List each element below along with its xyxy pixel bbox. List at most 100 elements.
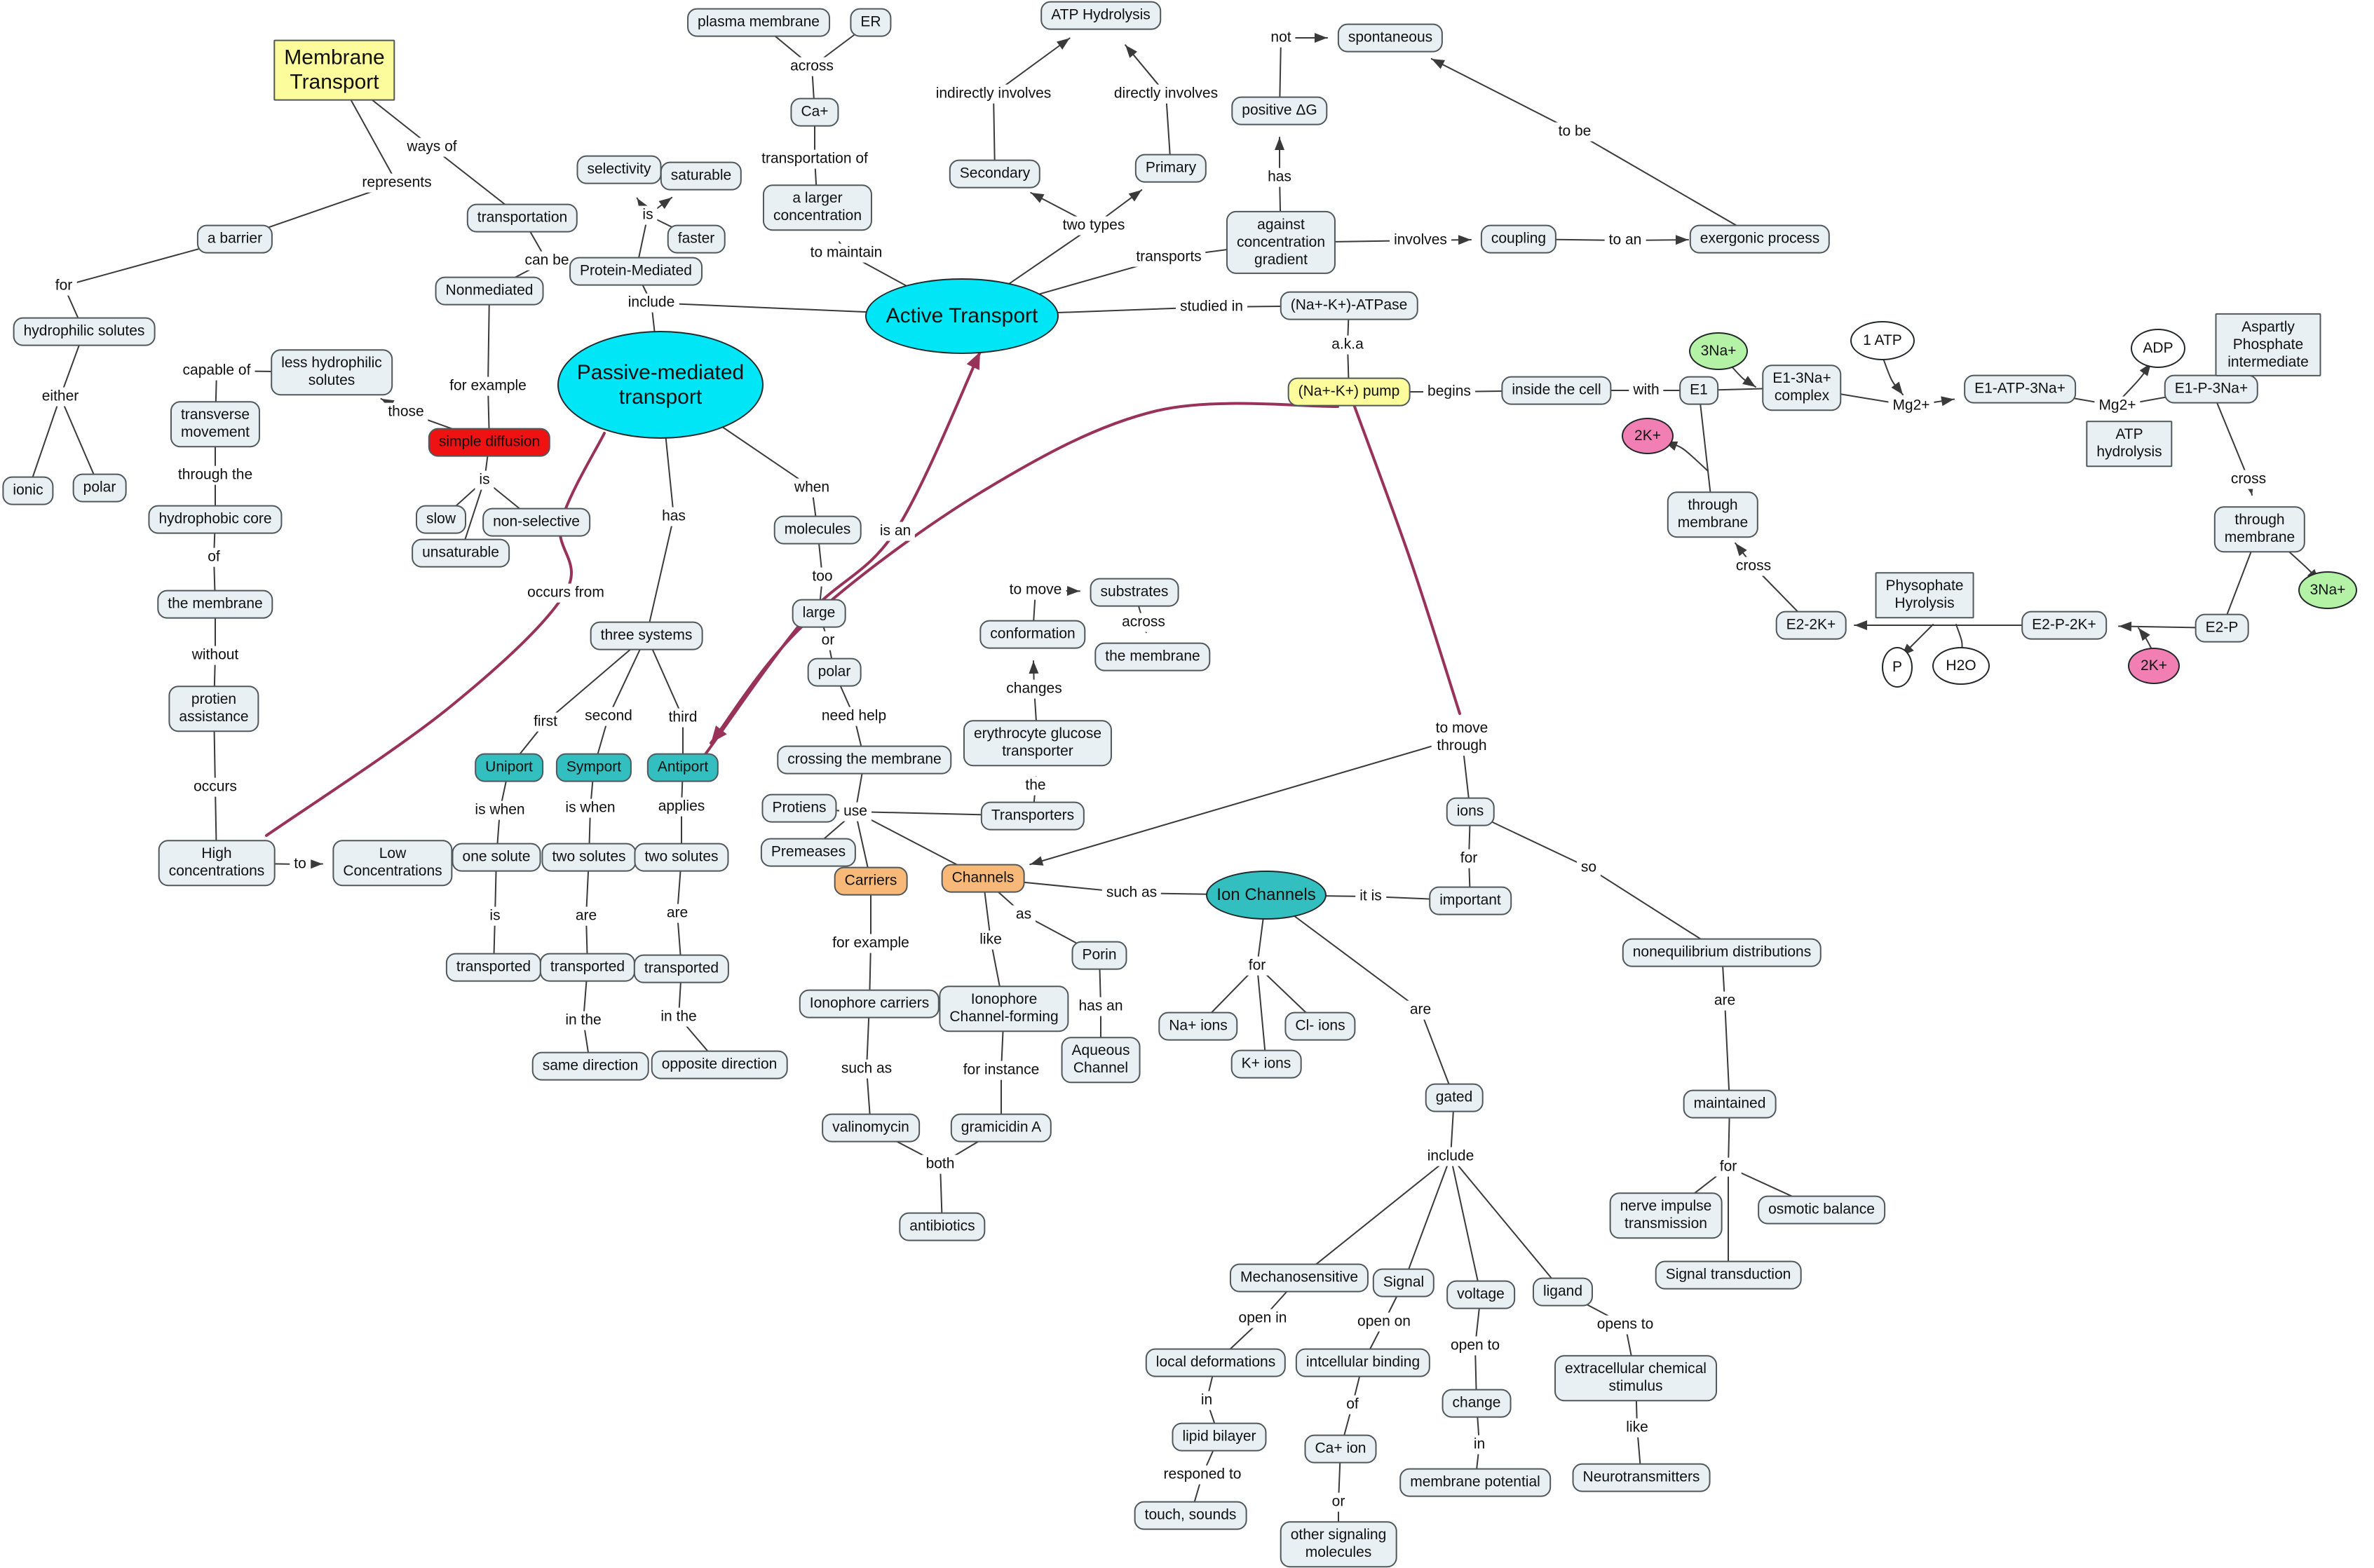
concept-physophate[interactable]: Physophate Hyrolysis bbox=[1875, 572, 1974, 618]
concept-transverse[interactable]: transverse movement bbox=[170, 401, 261, 447]
link-label-directly[interactable]: directly involves bbox=[1109, 84, 1223, 104]
concept-protein-mediated[interactable]: Protein-Mediated bbox=[569, 257, 703, 286]
concept-simple-diffusion[interactable]: simple diffusion bbox=[428, 428, 551, 457]
concept-transportation[interactable]: transportation bbox=[466, 203, 578, 233]
concept-saturable[interactable]: saturable bbox=[660, 161, 742, 191]
concept-porin[interactable]: Porin bbox=[1071, 941, 1127, 970]
concept-atpase[interactable]: (Na+-K+)-ATPase bbox=[1280, 291, 1418, 320]
concept-signal-transduction[interactable]: Signal transduction bbox=[1655, 1260, 1802, 1290]
concept-pump[interactable]: (Na+-K+) pump bbox=[1287, 377, 1411, 407]
concept-e22k[interactable]: E2-2K+ bbox=[1775, 611, 1847, 640]
link-label-for4[interactable]: for bbox=[1244, 956, 1270, 976]
concept-intcellular[interactable]: intcellular binding bbox=[1295, 1348, 1431, 1377]
concept-hydrophilic[interactable]: hydrophilic solutes bbox=[13, 317, 156, 346]
concept-transporters[interactable]: Transporters bbox=[980, 801, 1085, 831]
link-label-aka[interactable]: a.k.a bbox=[1327, 335, 1368, 355]
concept-atp-hyd2[interactable]: ATP hydrolysis bbox=[2086, 421, 2173, 467]
link-label-it-is[interactable]: it is bbox=[1355, 887, 1386, 906]
concept-antiport[interactable]: Antiport bbox=[646, 753, 719, 782]
concept-nerve[interactable]: nerve impulse transmission bbox=[1609, 1192, 1723, 1239]
concept-through-mem-r[interactable]: through membrane bbox=[2213, 506, 2306, 552]
link-label-is-an[interactable]: is an bbox=[875, 521, 916, 541]
concept-atp1[interactable]: 1 ATP bbox=[1850, 321, 1915, 360]
link-label-opens-to[interactable]: opens to bbox=[1592, 1315, 1658, 1335]
concept-adp[interactable]: ADP bbox=[2131, 329, 2185, 368]
concept-the-membrane1[interactable]: the membrane bbox=[157, 589, 273, 619]
concept-polar2[interactable]: polar bbox=[807, 657, 862, 687]
concept-secondary[interactable]: Secondary bbox=[949, 159, 1041, 189]
concept-transported1[interactable]: transported bbox=[445, 953, 542, 982]
concept-change[interactable]: change bbox=[1442, 1389, 1512, 1418]
concept-na3-2[interactable]: 3Na+ bbox=[2298, 571, 2357, 609]
link-label-both[interactable]: both bbox=[921, 1154, 959, 1174]
link-label-when[interactable]: when bbox=[789, 478, 834, 498]
link-label-so[interactable]: so bbox=[1576, 858, 1601, 878]
concept-large[interactable]: large bbox=[792, 599, 846, 628]
link-label-second[interactable]: second bbox=[581, 707, 637, 726]
link-label-for-instance[interactable]: for instance bbox=[958, 1061, 1044, 1080]
concept-a-larger[interactable]: a larger concentration bbox=[762, 184, 873, 231]
concept-hydrophobic[interactable]: hydrophobic core bbox=[148, 505, 283, 534]
concept-er[interactable]: ER bbox=[850, 8, 892, 37]
concept-transported3[interactable]: transported bbox=[633, 954, 730, 983]
concept-voltage[interactable]: voltage bbox=[1446, 1280, 1515, 1309]
concept-exergonic[interactable]: exergonic process bbox=[1689, 224, 1831, 254]
link-label-occurs-from[interactable]: occurs from bbox=[523, 583, 609, 603]
concept-k2-1[interactable]: 2K+ bbox=[1622, 418, 1674, 454]
link-label-ways-of[interactable]: ways of bbox=[402, 137, 461, 157]
concept-mechanosensitive[interactable]: Mechanosensitive bbox=[1229, 1263, 1369, 1293]
link-label-for-example2[interactable]: for example bbox=[828, 934, 914, 953]
link-label-like2[interactable]: like bbox=[1622, 1418, 1653, 1438]
concept-a-barrier[interactable]: a barrier bbox=[196, 224, 273, 254]
link-label-is-when1[interactable]: is when bbox=[470, 800, 529, 820]
concept-membrane-potential[interactable]: membrane potential bbox=[1399, 1468, 1551, 1497]
link-label-across2[interactable]: across bbox=[1118, 613, 1169, 632]
link-label-need-help[interactable]: need help bbox=[817, 707, 891, 726]
link-label-third[interactable]: third bbox=[664, 708, 702, 728]
link-label-occurs[interactable]: occurs bbox=[189, 777, 241, 797]
concept-maintained[interactable]: maintained bbox=[1683, 1089, 1777, 1119]
concept-through-mem-l[interactable]: through membrane bbox=[1667, 491, 1759, 538]
concept-three-systems[interactable]: three systems bbox=[590, 621, 703, 650]
concept-neurotransmitters[interactable]: Neurotransmitters bbox=[1572, 1463, 1711, 1492]
concept-inside[interactable]: inside the cell bbox=[1501, 376, 1612, 405]
concept-p[interactable]: P bbox=[1882, 647, 1913, 688]
link-label-are2[interactable]: are bbox=[662, 904, 693, 923]
link-label-are3[interactable]: are bbox=[1709, 991, 1740, 1011]
concept-symport[interactable]: Symport bbox=[555, 753, 632, 782]
link-label-to-an[interactable]: to an bbox=[1604, 231, 1646, 250]
link-label-or1[interactable]: or bbox=[817, 631, 839, 650]
link-label-cross2[interactable]: cross bbox=[1731, 557, 1776, 576]
link-label-in-the1[interactable]: in the bbox=[561, 1011, 606, 1030]
concept-e1-3na[interactable]: E1-3Na+ complex bbox=[1762, 364, 1842, 411]
concept-local-deformations[interactable]: local deformations bbox=[1145, 1348, 1287, 1377]
link-label-first[interactable]: first bbox=[529, 712, 562, 732]
link-label-has1[interactable]: has bbox=[658, 507, 690, 526]
link-label-involves[interactable]: involves bbox=[1390, 231, 1451, 250]
concept-e1-atp[interactable]: E1-ATP-3Na+ bbox=[1964, 374, 2076, 404]
concept-slow[interactable]: slow bbox=[415, 505, 467, 534]
concept-faster[interactable]: faster bbox=[667, 224, 726, 254]
concept-protiens[interactable]: Protiens bbox=[761, 793, 837, 823]
link-label-transportation-of[interactable]: transportation of bbox=[757, 149, 872, 169]
concept-k-ions[interactable]: K+ ions bbox=[1230, 1049, 1302, 1079]
concept-ionophore-carriers[interactable]: Ionophore carriers bbox=[799, 989, 940, 1018]
concept-mt[interactable]: Membrane Transport bbox=[273, 39, 395, 101]
link-label-the1[interactable]: the bbox=[1021, 776, 1050, 796]
link-label-such-as1[interactable]: such as bbox=[836, 1059, 897, 1079]
concept-aspartly[interactable]: Aspartly Phosphate intermediate bbox=[2215, 313, 2321, 377]
link-label-either[interactable]: either bbox=[37, 387, 83, 407]
concept-selectivity[interactable]: selectivity bbox=[576, 155, 662, 184]
concept-non-selective[interactable]: non-selective bbox=[482, 507, 590, 537]
link-label-can-be[interactable]: can be bbox=[520, 251, 574, 271]
concept-active[interactable]: Active Transport bbox=[865, 278, 1059, 354]
concept-one-solute[interactable]: one solute bbox=[452, 843, 541, 872]
concept-molecules[interactable]: molecules bbox=[773, 515, 862, 545]
link-label-in2[interactable]: in bbox=[1469, 1435, 1490, 1454]
link-label-to-move[interactable]: to move bbox=[1005, 580, 1066, 600]
concept-osmotic[interactable]: osmotic balance bbox=[1758, 1195, 1885, 1225]
concept-substrates[interactable]: substrates bbox=[1090, 578, 1179, 607]
link-label-cross1[interactable]: cross bbox=[2226, 470, 2271, 489]
link-label-for1[interactable]: for bbox=[50, 276, 77, 296]
link-label-changes[interactable]: changes bbox=[1002, 679, 1066, 699]
